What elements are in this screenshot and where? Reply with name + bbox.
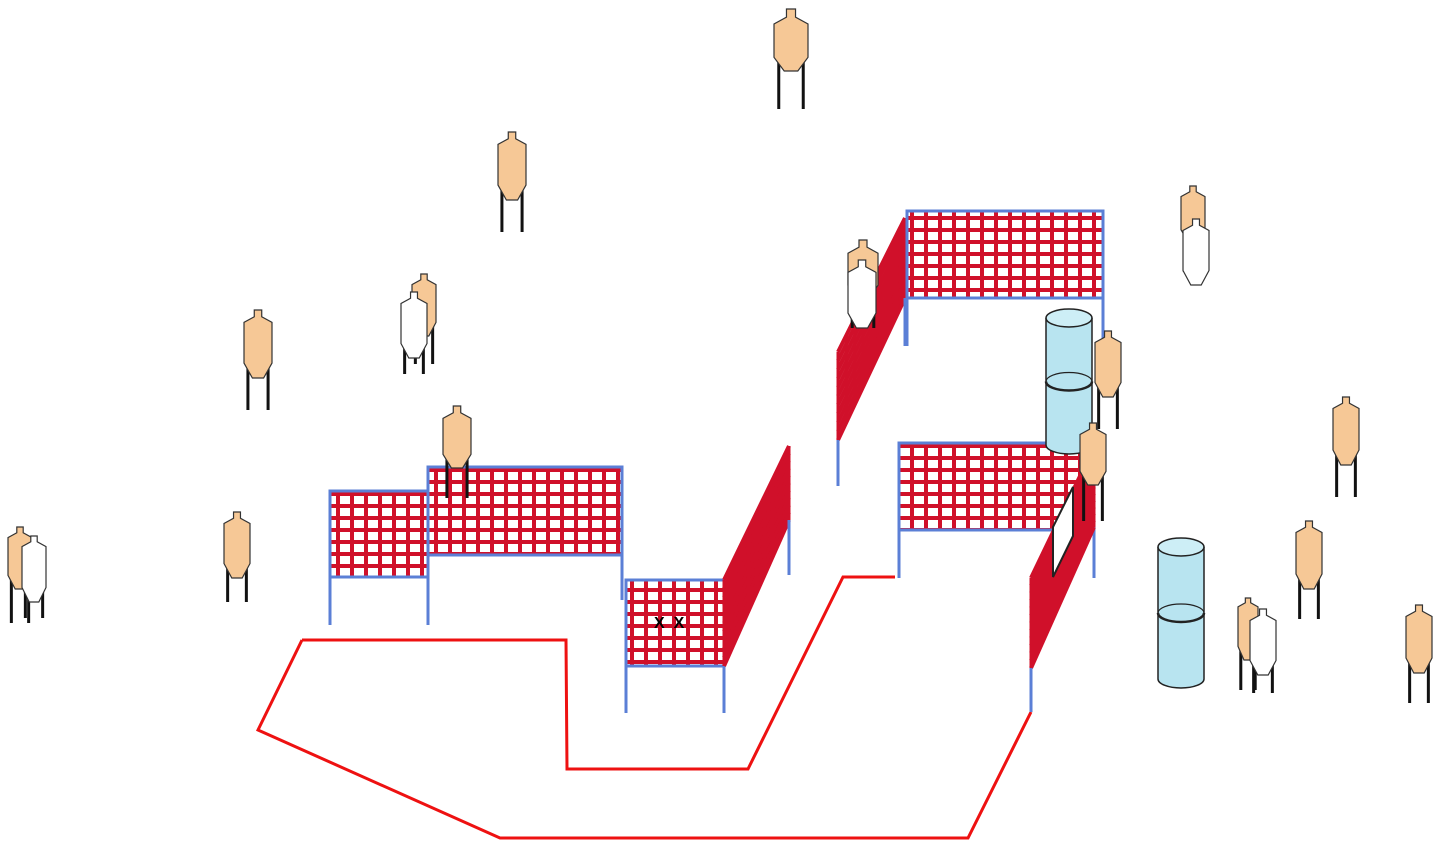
- wall-left-low: [328, 489, 430, 625]
- silhouette-target-icon: [1094, 330, 1122, 398]
- barrels-layer: [1044, 308, 1206, 689]
- shoot-target: [243, 309, 273, 410]
- wall-mesh-icon: [426, 465, 624, 557]
- wall-mesh-icon: [897, 441, 1096, 532]
- silhouette-target-icon: [1405, 604, 1433, 674]
- wall-mesh-icon: [905, 209, 1105, 300]
- silhouette-target-icon: [442, 405, 472, 469]
- no-shoot-target: [21, 535, 47, 618]
- shoot-target: [497, 131, 527, 232]
- shoot-target: [1094, 330, 1122, 429]
- barrel-band-back: [1045, 371, 1093, 382]
- silhouette-target-icon: [1332, 396, 1360, 466]
- shoot-target: [1295, 520, 1323, 619]
- barrel-band-back: [1157, 603, 1205, 614]
- no-shoot-target: [847, 259, 877, 329]
- wall-mesh-icon: [328, 489, 430, 579]
- no-shoot-target: [1249, 608, 1277, 693]
- silhouette-target-icon: [1079, 422, 1107, 486]
- shoot-target: [223, 511, 251, 602]
- silhouette-target-icon: [1295, 520, 1323, 590]
- wall-right-front: [897, 441, 1096, 578]
- no-shoot-target: [400, 291, 428, 374]
- shoot-target: [1079, 422, 1107, 521]
- no-shoot-target-icon: [1182, 218, 1210, 286]
- barrel-top: [1157, 537, 1205, 557]
- no-shoot-target-icon: [847, 259, 877, 329]
- fault-line-lower: [255, 639, 1033, 840]
- no-shoot-target: [1182, 218, 1210, 286]
- no-shoot-target-icon: [400, 291, 428, 359]
- shoot-target: [773, 8, 809, 109]
- shoot-target: [1405, 604, 1433, 703]
- wall-upper-back: [905, 209, 1105, 346]
- wall-mesh-icon: [624, 578, 726, 668]
- wall-left-high: [426, 465, 624, 600]
- silhouette-target-icon: [243, 309, 273, 379]
- barrel-band: [1044, 381, 1094, 392]
- silhouette-target-icon: [773, 8, 809, 72]
- fault-line-layer: [255, 575, 1033, 840]
- start-position-marker: X X: [654, 615, 685, 632]
- silhouette-target-icon: [223, 511, 251, 579]
- barrel-band: [1156, 612, 1206, 624]
- wall-center-side: [722, 445, 791, 667]
- targets-layer: [7, 8, 1433, 703]
- barrel-top: [1045, 308, 1093, 328]
- shoot-target: [1332, 396, 1360, 497]
- wall-port-opening: [1052, 486, 1074, 578]
- shoot-target: [442, 405, 472, 498]
- wall-center-front: [624, 578, 726, 713]
- no-shoot-target-icon: [21, 535, 47, 603]
- barrel-icon: [1157, 547, 1205, 689]
- fault-line-upper: [302, 575, 895, 771]
- silhouette-target-icon: [497, 131, 527, 201]
- barrel-lower: [1156, 537, 1206, 689]
- barrel-upper: [1044, 308, 1094, 455]
- no-shoot-target-icon: [1249, 608, 1277, 676]
